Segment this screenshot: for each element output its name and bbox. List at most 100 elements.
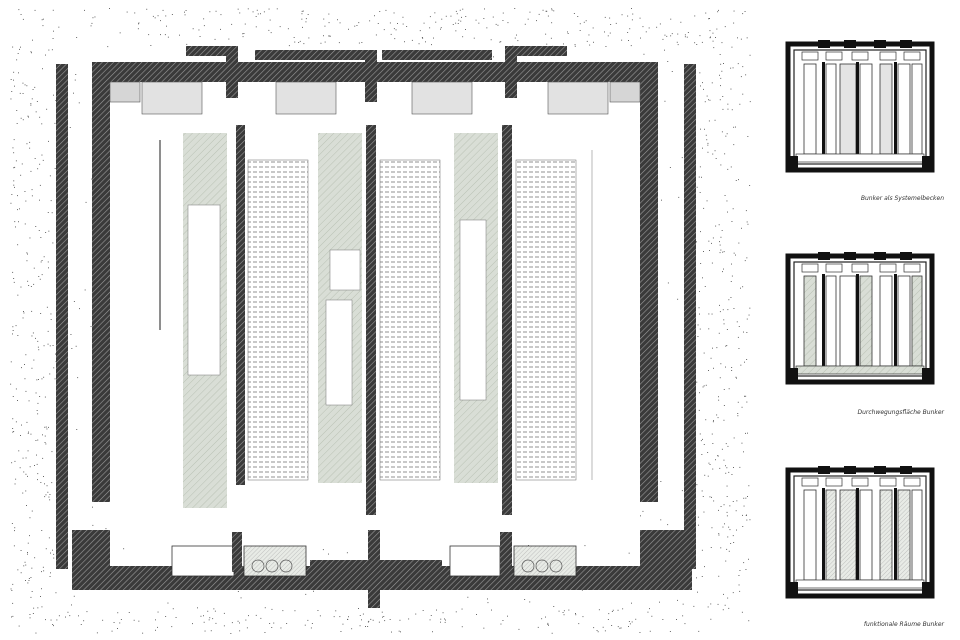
stipple-dot	[467, 596, 469, 598]
stipple-dot	[301, 13, 303, 15]
stipple-dot	[714, 150, 716, 152]
stipple-dot	[699, 291, 700, 292]
stipple-dot	[699, 35, 701, 37]
stipple-dot	[239, 630, 241, 632]
stipple-dot	[35, 440, 37, 441]
stipple-dot	[19, 92, 21, 94]
stipple-dot	[69, 615, 71, 617]
stipple-dot	[699, 433, 701, 435]
stipple-dot	[305, 21, 307, 23]
stipple-dot	[304, 624, 306, 626]
stipple-dot	[12, 615, 14, 617]
stipple-dot	[440, 621, 441, 623]
stipple-dot	[719, 244, 721, 246]
stipple-dot	[157, 15, 159, 17]
entry-shaft-5	[382, 50, 492, 60]
stipple-dot	[17, 244, 19, 246]
stipple-dot	[26, 260, 28, 262]
stipple-dot	[741, 227, 742, 229]
stipple-dot	[732, 535, 734, 537]
stipple-dot	[593, 627, 595, 629]
stipple-dot	[123, 548, 125, 550]
stipple-dot	[53, 30, 54, 32]
strip-opening-1	[187, 204, 221, 376]
stipple-dot	[359, 625, 361, 627]
stipple-dot	[395, 29, 397, 31]
stipple-dot	[722, 251, 724, 253]
stipple-dot	[718, 575, 720, 577]
stipple-dot	[507, 22, 509, 24]
stipple-dot	[246, 627, 248, 629]
stipple-dot	[320, 42, 322, 44]
diagram-room	[851, 263, 869, 273]
stipple-dot	[716, 414, 718, 416]
stipple-dot	[507, 615, 508, 617]
stipple-dot	[728, 526, 730, 528]
stipple-dot	[676, 619, 677, 620]
stipple-dot	[15, 478, 17, 480]
stipple-dot	[677, 33, 679, 35]
stipple-dot	[745, 74, 747, 76]
stipple-dot	[698, 524, 699, 526]
stipple-dot	[578, 623, 580, 625]
stipple-dot	[739, 103, 741, 105]
stipple-dot	[26, 85, 28, 87]
stipple-dot	[609, 17, 611, 19]
stipple-dot	[20, 435, 21, 436]
stipple-dot	[592, 27, 594, 29]
stipple-dot	[52, 345, 54, 346]
stipple-dot	[47, 491, 49, 493]
stipple-dot	[436, 609, 437, 611]
stipple-dot	[365, 626, 366, 627]
stipple-dot	[676, 41, 678, 43]
stipple-dot	[455, 611, 457, 613]
stipple-dot	[35, 392, 37, 394]
stipple-dot	[605, 46, 607, 47]
stipple-dot	[402, 23, 404, 25]
stipple-dot	[547, 624, 549, 625]
diagram-entry-notch	[900, 40, 912, 48]
stipple-dot	[27, 552, 28, 553]
stipple-dot	[12, 147, 14, 149]
stipple-dot	[53, 367, 55, 369]
stipple-dot	[743, 505, 745, 507]
stipple-dot	[733, 437, 735, 439]
stipple-dot	[547, 15, 549, 17]
stipple-dot	[13, 79, 14, 81]
stipple-dot	[432, 631, 433, 633]
stipple-dot	[735, 510, 737, 512]
stipple-dot	[548, 624, 549, 626]
stipple-dot	[48, 426, 49, 428]
stipple-dot	[30, 286, 32, 287]
stipple-dot	[393, 12, 395, 14]
stipple-dot	[12, 431, 14, 433]
stipple-dot	[500, 623, 502, 625]
stipple-dot	[17, 569, 19, 571]
seating-field-3	[515, 159, 577, 481]
stipple-dot	[35, 111, 37, 113]
stipple-dot	[558, 610, 560, 612]
stipple-dot	[697, 324, 699, 326]
stipple-dot	[39, 184, 41, 186]
stipple-dot	[727, 103, 729, 105]
stipple-dot	[13, 180, 15, 182]
stipple-dot	[358, 608, 359, 609]
stipple-dot	[71, 604, 72, 606]
stipple-dot	[394, 38, 396, 40]
stipple-dot	[22, 93, 24, 94]
stipple-dot	[740, 38, 742, 40]
outer-wall-right-lower	[640, 530, 692, 570]
stipple-dot	[664, 34, 666, 36]
stipple-dot	[23, 471, 25, 473]
stipple-dot	[524, 599, 526, 600]
stipple-dot	[723, 389, 725, 390]
stipple-dot	[573, 13, 575, 14]
stipple-dot	[164, 34, 166, 36]
stipple-dot	[383, 29, 385, 31]
stipple-dot	[546, 10, 548, 12]
stipple-dot	[677, 599, 678, 601]
stipple-dot	[726, 548, 728, 550]
stipple-dot	[397, 23, 398, 24]
stipple-dot	[483, 627, 485, 629]
stipple-dot	[339, 22, 341, 24]
